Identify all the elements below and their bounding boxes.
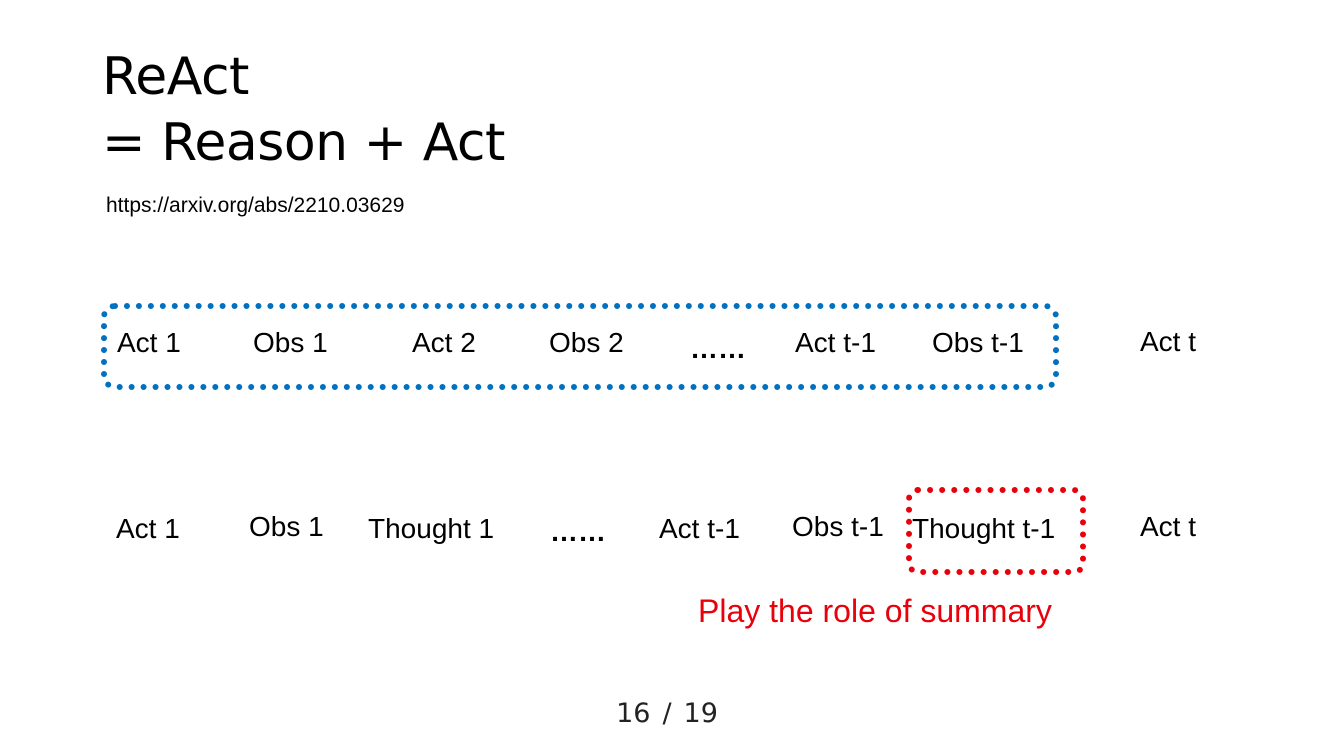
row2-thought-t-minus-1: Thought t-1 [912, 513, 1056, 544]
row1-act-2: Act 2 [412, 327, 476, 358]
row2-act-t-minus-1: Act t-1 [659, 513, 740, 544]
page-separator: / [662, 698, 672, 729]
row1-act-1: Act 1 [117, 327, 181, 358]
summary-frame-red [906, 487, 1086, 575]
row1-obs-t-minus-1: Obs t-1 [932, 327, 1024, 358]
row1-act-t: Act t [1140, 326, 1197, 357]
summary-note: Play the role of summary [698, 593, 1052, 629]
row1-obs-2: Obs 2 [549, 327, 624, 358]
context-frame-blue [101, 303, 1059, 390]
title-line-2: = Reason + Act [102, 113, 505, 173]
row1-act-t-minus-1: Act t-1 [795, 327, 876, 358]
row2-obs-t-minus-1: Obs t-1 [792, 511, 884, 542]
row1-obs-1: Obs 1 [253, 327, 328, 358]
current-page: 16 [616, 698, 651, 729]
title-line-1: ReAct [102, 47, 249, 107]
paper-link[interactable]: https://arxiv.org/abs/2210.03629 [106, 194, 405, 217]
row2-act-1: Act 1 [116, 513, 180, 544]
page-indicator: 16 / 19 [0, 697, 1334, 731]
row2-ellipsis: …… [550, 516, 606, 547]
total-pages: 19 [683, 698, 718, 729]
slide-title: ReAct = Reason + Act [102, 44, 505, 176]
row1-ellipsis: …… [690, 333, 746, 364]
row2-act-t: Act t [1140, 511, 1197, 542]
row2-obs-1: Obs 1 [249, 511, 324, 542]
row2-thought-1: Thought 1 [368, 513, 495, 544]
